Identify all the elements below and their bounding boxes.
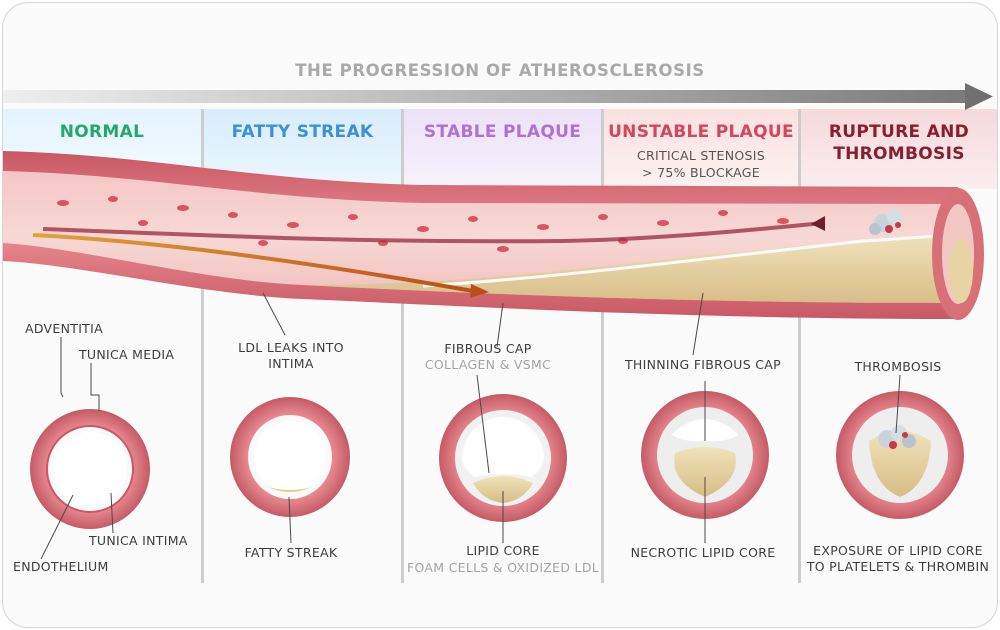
label-thinning-cap: THINNING FIBROUS CAP	[625, 357, 781, 372]
diagram-title: THE PROGRESSION OF ATHEROSCLEROSIS	[291, 61, 709, 80]
label-adventitia: ADVENTITIA	[25, 321, 103, 336]
stage-heading-unstable-plaque: UNSTABLE PLAQUE	[608, 122, 794, 142]
label-collagen-vsmc: COLLAGEN & VSMC	[424, 357, 552, 372]
thrombus	[869, 209, 903, 235]
label-exposure-2: TO PLATELETS & THROMBIN	[806, 559, 990, 574]
label-fibrous-cap: FIBROUS CAP	[444, 341, 532, 356]
stage-heading-normal: NORMAL	[59, 122, 145, 142]
stage-header	[604, 109, 798, 189]
cross-section-rupture	[836, 391, 964, 519]
stage-heading-rupture-1: RUPTURE AND	[828, 122, 970, 142]
label-lipid-core: LIPID CORE	[466, 543, 540, 558]
leader-lines	[40, 292, 901, 560]
label-thrombosis: THROMBOSIS	[854, 359, 942, 374]
stage-stable-plaque: STABLE PLAQUE	[404, 109, 604, 583]
artery-longitudinal	[3, 151, 984, 320]
stage-header	[801, 109, 997, 189]
label-exposure-1: EXPOSURE OF LIPID CORE	[813, 543, 983, 558]
progression-arrow	[3, 83, 993, 110]
stage-unstable-plaque: UNSTABLE PLAQUE CRITICAL STENOSIS > 75% …	[604, 109, 801, 583]
blood-flow-arrow	[32, 216, 825, 298]
cross-section-fatty-streak	[230, 397, 350, 517]
label-tunica-media: TUNICA MEDIA	[79, 347, 175, 362]
cross-section-stable-plaque	[439, 394, 567, 522]
label-tunica-intima: TUNICA INTIMA	[89, 533, 188, 548]
label-ldl-leaks-2: INTIMA	[268, 356, 314, 371]
stage-header	[404, 109, 601, 189]
cross-section-unstable-plaque	[641, 391, 769, 519]
stage-subtitle-1: CRITICAL STENOSIS	[637, 148, 765, 163]
cross-section-normal	[30, 409, 150, 529]
stage-heading-rupture-2: THROMBOSIS	[833, 144, 965, 164]
atherosclerosis-artwork	[3, 83, 993, 560]
stage-subtitle-2: > 75% BLOCKAGE	[642, 165, 760, 180]
label-ldl-leaks-1: LDL LEAKS INTO	[238, 340, 344, 355]
stage-heading-fatty-streak: FATTY STREAK	[231, 122, 374, 142]
stage-heading-stable-plaque: STABLE PLAQUE	[423, 122, 582, 142]
stage-rupture-thrombosis: RUPTURE AND THROMBOSIS	[801, 109, 997, 583]
label-necrotic-core: NECROTIC LIPID CORE	[630, 545, 776, 560]
label-fatty-streak: FATTY STREAK	[244, 545, 338, 560]
label-endothelium: ENDOTHELIUM	[13, 559, 109, 574]
label-foam-cells: FOAM CELLS & OXIDIZED LDL	[407, 560, 600, 575]
